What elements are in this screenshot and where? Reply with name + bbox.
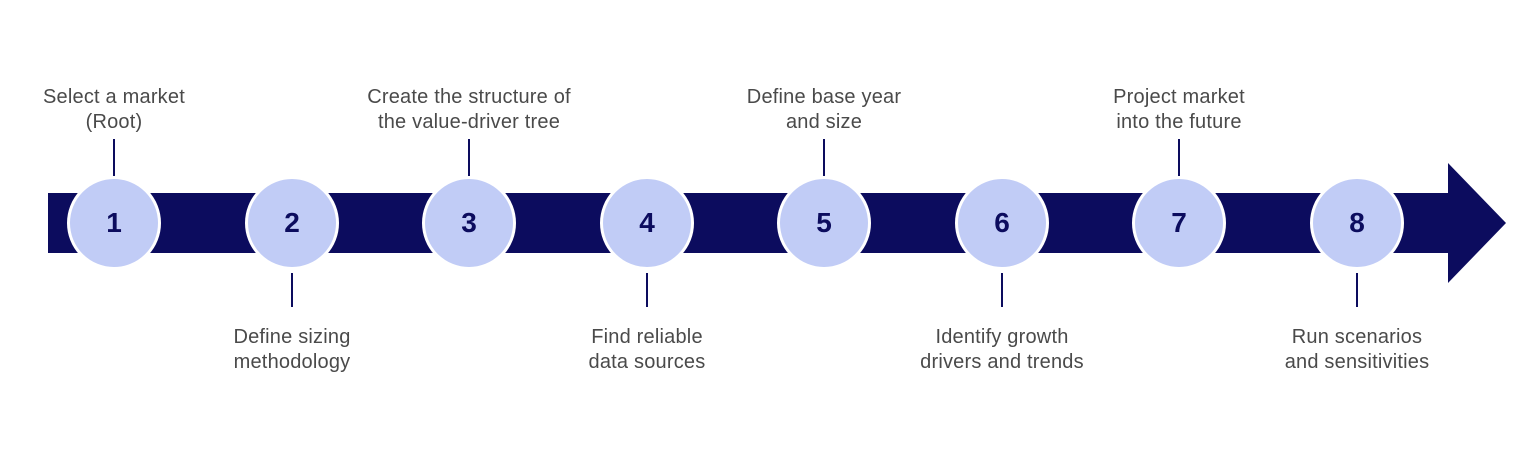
- step-7: Project market into the future 7: [1059, 0, 1299, 475]
- connector-line: [823, 139, 825, 176]
- connector-line: [113, 139, 115, 176]
- step-label-line: and size: [785, 111, 863, 133]
- step-circle: 2: [245, 176, 339, 270]
- step-circle: 5: [777, 176, 871, 270]
- step-number: 3: [461, 207, 477, 238]
- step-label: Create the structure of the value-driver…: [349, 85, 589, 135]
- step-number: 5: [816, 207, 832, 238]
- connector-line: [646, 273, 648, 307]
- connector-line: [1178, 139, 1180, 176]
- step-label-line: Find reliable: [591, 326, 703, 348]
- connector-line: [468, 139, 470, 176]
- step-label-line: Create the structure of: [367, 86, 571, 108]
- step-number: 2: [284, 207, 300, 238]
- step-label: Run scenarios and sensitivities: [1237, 325, 1477, 375]
- step-label-line: Define base year: [746, 86, 902, 108]
- step-5: Define base year and size 5: [704, 0, 944, 475]
- step-circle: 8: [1310, 176, 1404, 270]
- step-label-line: into the future: [1116, 111, 1242, 133]
- step-label-line: Define sizing: [233, 326, 351, 348]
- step-1: Select a market (Root) 1: [0, 0, 234, 475]
- step-label-line: (Root): [85, 111, 143, 133]
- step-label: Project market into the future: [1059, 85, 1299, 135]
- step-6: 6 Identify growth drivers and trends: [882, 0, 1122, 475]
- step-number: 1: [106, 207, 122, 238]
- step-label-line: and sensitivities: [1284, 351, 1430, 373]
- step-label-line: data sources: [588, 351, 706, 373]
- step-8: 8 Run scenarios and sensitivities: [1237, 0, 1477, 475]
- step-label: Define sizing methodology: [172, 325, 412, 375]
- step-3: Create the structure of the value-driver…: [349, 0, 589, 475]
- step-circle: 6: [955, 176, 1049, 270]
- step-number: 8: [1349, 207, 1365, 238]
- step-label-line: methodology: [233, 351, 351, 373]
- step-label-line: Select a market: [43, 86, 185, 108]
- step-label: Select a market (Root): [0, 85, 234, 135]
- connector-line: [1356, 273, 1358, 307]
- step-label-line: Run scenarios: [1291, 326, 1423, 348]
- step-label-line: Project market: [1113, 86, 1245, 108]
- step-label-line: drivers and trends: [920, 351, 1084, 373]
- step-label: Identify growth drivers and trends: [882, 325, 1122, 375]
- step-number: 4: [639, 207, 655, 238]
- step-label: Define base year and size: [704, 85, 944, 135]
- step-circle: 4: [600, 176, 694, 270]
- step-circle: 3: [422, 176, 516, 270]
- step-circle: 7: [1132, 176, 1226, 270]
- step-label: Find reliable data sources: [527, 325, 767, 375]
- step-number: 7: [1171, 207, 1187, 238]
- step-label-line: Identify growth: [935, 326, 1069, 348]
- connector-line: [1001, 273, 1003, 307]
- step-label-line: the value-driver tree: [377, 111, 561, 133]
- step-4: 4 Find reliable data sources: [527, 0, 767, 475]
- step-number: 6: [994, 207, 1010, 238]
- step-2: 2 Define sizing methodology: [172, 0, 412, 475]
- step-circle: 1: [67, 176, 161, 270]
- connector-line: [291, 273, 293, 307]
- arrow-head-icon: [1448, 163, 1506, 283]
